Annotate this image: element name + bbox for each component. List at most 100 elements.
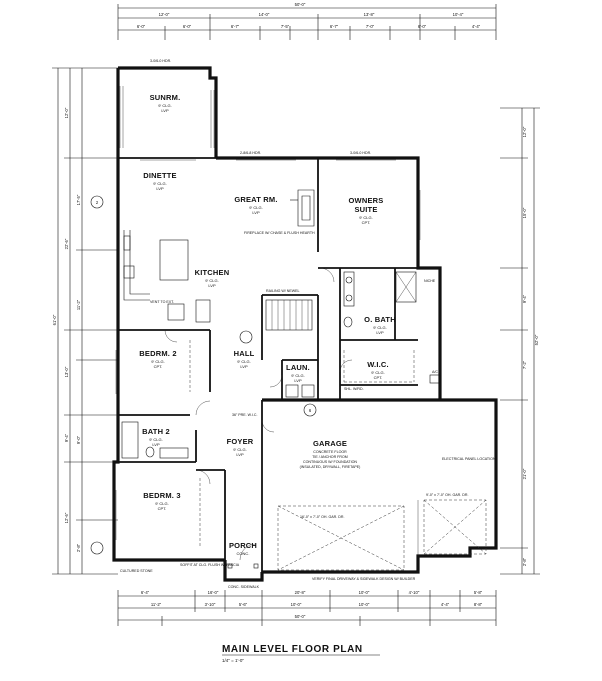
svg-text:CONTINUOUS W/ FOUNDATION: CONTINUOUS W/ FOUNDATION bbox=[303, 460, 357, 464]
note-railing: RAILING W/ NEWEL bbox=[266, 289, 300, 293]
svg-text:LVP: LVP bbox=[252, 210, 260, 215]
room-laundry: LAUN. bbox=[286, 363, 310, 372]
note-cultured: CULTURED STONE bbox=[120, 569, 153, 573]
svg-text:LVP: LVP bbox=[156, 186, 164, 191]
dim-bottom-h5: 4'-10" bbox=[409, 590, 420, 595]
svg-text:CPT.: CPT. bbox=[154, 364, 163, 369]
room-labels: SUNRM. 9' CLG. LVP DINETTE 9' CLG. LVP G… bbox=[139, 93, 395, 556]
note-garage-door1: 16'-0" x 7'-0" OH. GAR. DR. bbox=[300, 515, 344, 519]
dim-left-b: 22'-6" bbox=[64, 238, 69, 249]
bath2-vanity bbox=[159, 447, 189, 459]
left-dimensions: 61'-0" 12'-0" 22'-6" 13'-0" 9'-4" 12'-6"… bbox=[52, 67, 118, 575]
dim-bottom-a: 11'-2" bbox=[151, 602, 162, 607]
dim-left-overall: 61'-0" bbox=[52, 314, 57, 325]
dim-left-e: 12'-6" bbox=[64, 512, 69, 523]
room-garage: GARAGE bbox=[313, 439, 347, 448]
svg-text:9' CLG.: 9' CLG. bbox=[237, 359, 250, 364]
dim-left-d: 9'-4" bbox=[64, 433, 69, 442]
svg-text:9' CLG.: 9' CLG. bbox=[359, 215, 372, 220]
room-sunroom: SUNRM. bbox=[150, 93, 181, 102]
dim-bottom-h4: 10'-0" bbox=[359, 590, 370, 595]
svg-text:(INSULATED, DRYWALL, FIRETAPE): (INSULATED, DRYWALL, FIRETAPE) bbox=[300, 465, 361, 469]
dim-right-d: 7'-2" bbox=[522, 360, 527, 369]
sunroom-window-right bbox=[210, 90, 215, 148]
svg-text:9' CLG.: 9' CLG. bbox=[233, 447, 246, 452]
svg-text:CPT.: CPT. bbox=[158, 506, 167, 511]
stair-marker: 6 bbox=[309, 408, 312, 413]
range bbox=[123, 265, 135, 279]
svg-text:CONC.: CONC. bbox=[237, 551, 250, 556]
doors bbox=[164, 267, 353, 561]
dim-bottom-h6: 5'-8" bbox=[474, 590, 483, 595]
room-hall: HALL bbox=[234, 349, 255, 358]
note-sidewalk: CONC. SIDEWALK bbox=[228, 585, 260, 589]
room-great: GREAT RM. bbox=[234, 195, 277, 204]
dim-top-d: 10'-4" bbox=[453, 12, 464, 17]
note-header1: 3-0/6-0 HDR. bbox=[150, 59, 171, 63]
fixtures: 2 6 A/C bbox=[90, 86, 487, 571]
dim-bottom-g: 8'-8" bbox=[474, 602, 483, 607]
washer bbox=[285, 384, 299, 398]
svg-text:9' CLG.: 9' CLG. bbox=[158, 103, 171, 108]
bath2-toilet bbox=[145, 446, 155, 458]
note-shelf: SHL. W/RD. bbox=[344, 387, 364, 391]
interior-walls bbox=[118, 157, 419, 572]
stair bbox=[265, 299, 313, 331]
svg-text:9' CLG.: 9' CLG. bbox=[151, 359, 164, 364]
svg-text:9' CLG.: 9' CLG. bbox=[155, 501, 168, 506]
bath2-tub bbox=[121, 421, 139, 459]
dim-top-overall: 50'-0" bbox=[295, 2, 306, 7]
svg-text:9' CLG.: 9' CLG. bbox=[291, 373, 304, 378]
dim-top-e3: 6'-7" bbox=[231, 24, 240, 29]
dim-top-e2: 6'-0" bbox=[183, 24, 192, 29]
ac-label: A/C bbox=[432, 370, 438, 374]
note-closet: 36" PRE. W.I.C. bbox=[232, 413, 257, 417]
dim-top-c: 13'-8" bbox=[364, 12, 375, 17]
dryer bbox=[301, 384, 315, 398]
dim-top-e1: 6'-0" bbox=[137, 24, 146, 29]
svg-text:LVP: LVP bbox=[240, 364, 248, 369]
svg-text:CPT.: CPT. bbox=[362, 220, 371, 225]
note-driveway: VERIFY FINAL DRIVEWAY & SIDEWALK DESIGN … bbox=[312, 577, 416, 581]
exterior-walls bbox=[112, 66, 498, 582]
top-dimensions: 50'-0" 12'-0" 14'-0" 13'-8" 10'-4" 6'-0"… bbox=[117, 2, 497, 40]
dim-left-a: 12'-0" bbox=[64, 107, 69, 118]
kitchen-island bbox=[159, 239, 189, 281]
note-garage-door2: 9'-0" x 7'-0" OH. GAR. DR. bbox=[426, 493, 468, 497]
dim-left-i: 9'-0" bbox=[76, 435, 81, 444]
dim-right-overall: 52'-0" bbox=[534, 334, 539, 345]
dim-top-e6: 7'-0" bbox=[366, 24, 375, 29]
dim-right-f: 2'-8" bbox=[522, 557, 527, 566]
svg-text:LVP: LVP bbox=[161, 108, 169, 113]
svg-text:LVP: LVP bbox=[208, 283, 216, 288]
svg-text:9' CLG.: 9' CLG. bbox=[149, 437, 162, 442]
refrigerator bbox=[167, 303, 185, 321]
note-niche: NICHE bbox=[424, 279, 436, 283]
plan-notes: 3-0/6-0 HDR. 2-8/6-8 HDR. 3-0/6-0 HDR. F… bbox=[120, 59, 496, 589]
marker-label: 2 bbox=[96, 200, 99, 205]
right-dimensions: 52'-0" 12'-0" 15'-0" 9'-4" 7'-2" 21'-0" … bbox=[500, 107, 540, 575]
room-bath2: BATH 2 bbox=[142, 427, 170, 436]
dim-right-e: 21'-0" bbox=[522, 468, 527, 479]
svg-text:CPT.: CPT. bbox=[374, 375, 383, 380]
svg-text:TIE / ANCHOR FROM: TIE / ANCHOR FROM bbox=[312, 455, 348, 459]
room-dinette: DINETTE bbox=[143, 171, 176, 180]
note-fireplace: FIREPLACE W/ CHASE & FLUSH HEARTH bbox=[244, 231, 315, 235]
dim-top-e4: 7'-5" bbox=[281, 24, 290, 29]
dim-top-e5: 6'-7" bbox=[330, 24, 339, 29]
svg-text:9' CLG.: 9' CLG. bbox=[249, 205, 262, 210]
garage-door-large bbox=[277, 505, 405, 571]
svg-text:LVP: LVP bbox=[294, 378, 302, 383]
room-owners: OWNERS bbox=[349, 196, 384, 205]
plan-scale: 1/4" = 1'-0" bbox=[222, 658, 244, 663]
dim-top-b: 14'-0" bbox=[259, 12, 270, 17]
note-soffit: SOFFIT AT CLG. FLUSH W/ FASCIA bbox=[180, 563, 240, 567]
section-marker bbox=[90, 195, 317, 555]
sunroom-window-left bbox=[119, 86, 124, 148]
title-block: MAIN LEVEL FLOOR PLAN 1/4" = 1'-0" bbox=[222, 644, 380, 663]
garage-door-small bbox=[423, 499, 487, 555]
dim-top-e7: 6'-0" bbox=[418, 24, 427, 29]
bottom-dimensions: 6'-4" 16'-0" 20'-8" 10'-0" 4'-10" 5'-8" … bbox=[117, 590, 497, 626]
dim-right-a: 12'-0" bbox=[522, 126, 527, 137]
